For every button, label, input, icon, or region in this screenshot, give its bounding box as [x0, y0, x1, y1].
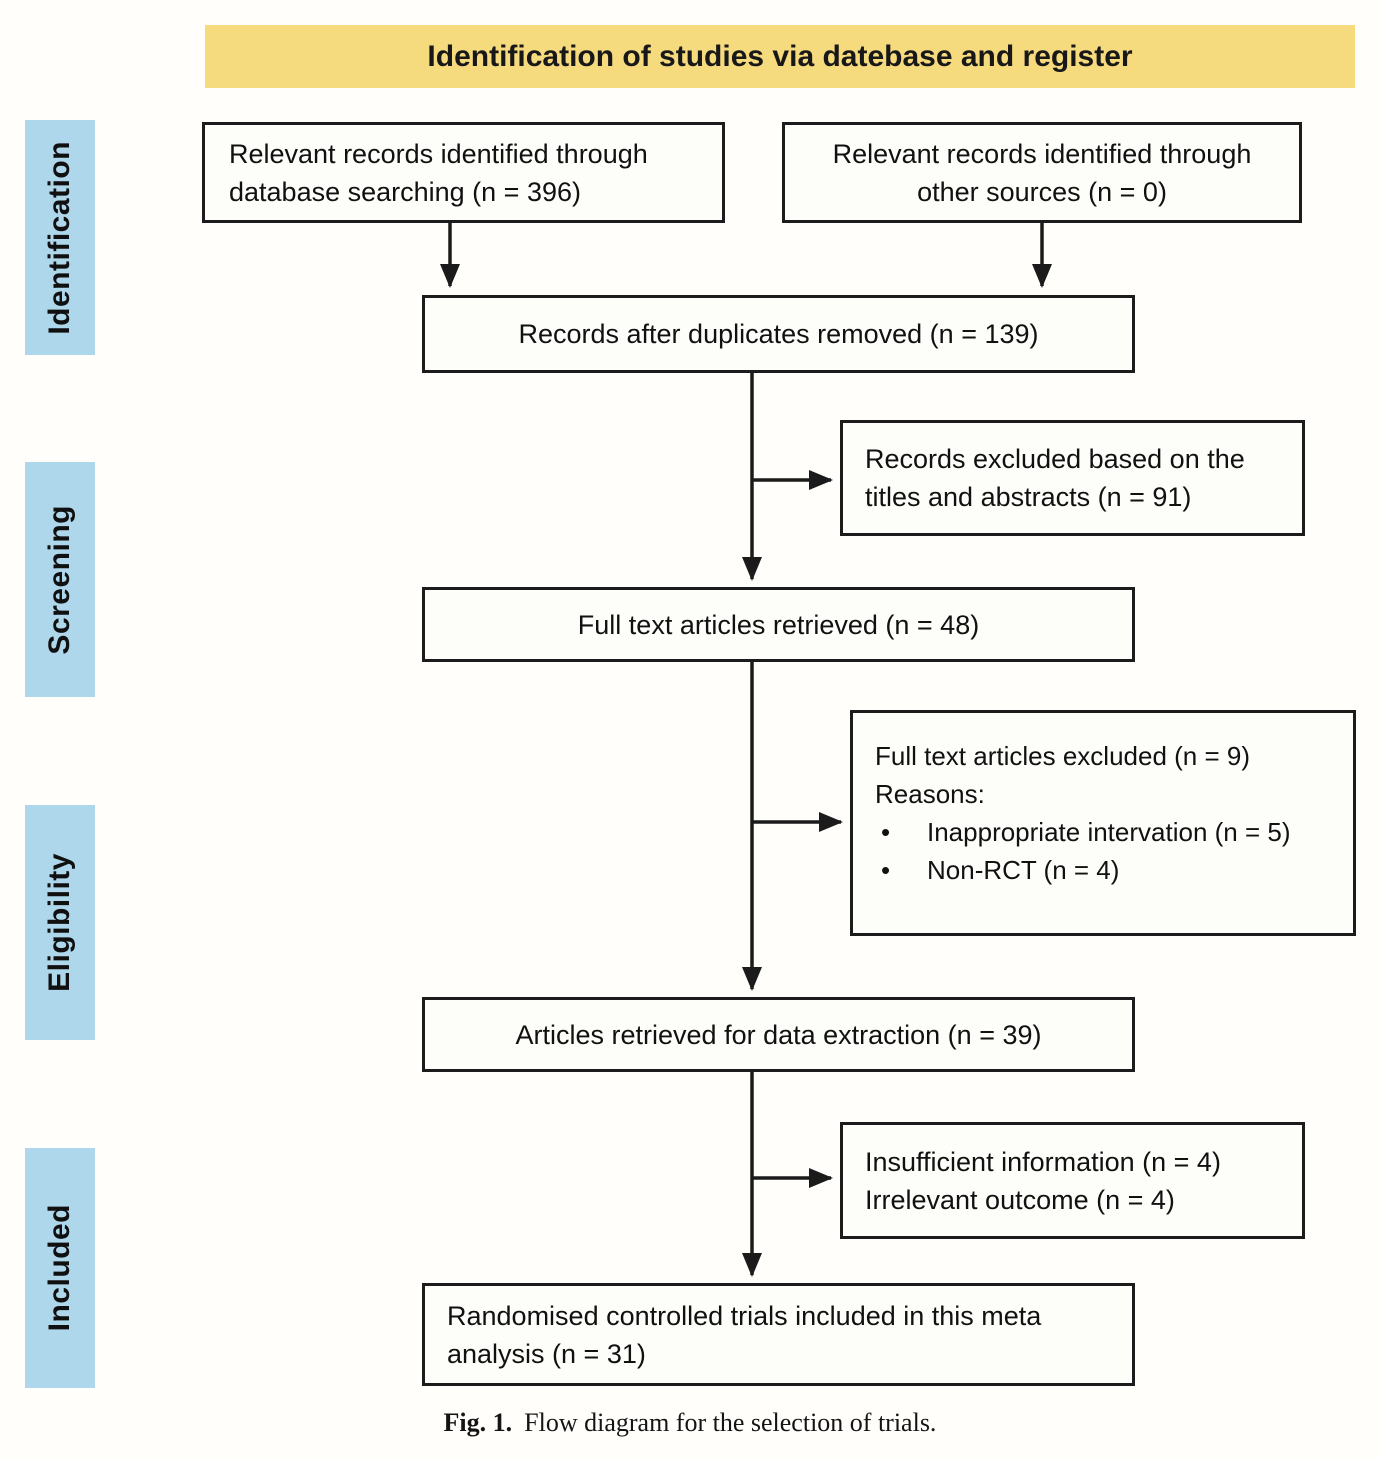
box-database-records-text: Relevant records identified through data… [229, 138, 648, 207]
figure-caption-text: Flow diagram for the selection of trials… [524, 1408, 937, 1437]
stage-label-identification-text: Identification [43, 140, 76, 335]
figure-caption-label: Fig. 1. [443, 1408, 513, 1437]
box-insufficient-info-line2: Irrelevant outcome (n = 4) [865, 1184, 1175, 1215]
stage-label-screening: Screening [25, 462, 95, 697]
box-insufficient-info-line1: Insufficient information (n = 4) [865, 1146, 1221, 1177]
box-duplicates-removed: Records after duplicates removed (n = 13… [422, 295, 1135, 373]
box-full-text-excluded-bullet-1-text: Inappropriate intervation (n = 5) [927, 817, 1291, 847]
box-full-text-excluded-line1: Full text articles excluded (n = 9) [875, 741, 1250, 771]
box-other-sources-text: Relevant records identified through othe… [832, 138, 1252, 207]
box-data-extraction: Articles retrieved for data extraction (… [422, 997, 1135, 1072]
stage-label-included-text: Included [43, 1204, 76, 1332]
figure-caption: Fig. 1. Flow diagram for the selection of… [0, 1408, 1380, 1438]
box-included-trials: Randomised controlled trials included in… [422, 1283, 1135, 1386]
box-data-extraction-text: Articles retrieved for data extraction (… [515, 1019, 1042, 1050]
bullet-icon: • [881, 855, 891, 885]
stage-label-eligibility: Eligibility [25, 805, 95, 1040]
box-full-text-excluded-bullet-2-text: Non-RCT (n = 4) [927, 855, 1120, 885]
banner-title-text: Identification of studies via datebase a… [427, 39, 1133, 73]
box-full-text-excluded-bullet-2: • Non-RCT (n = 4) [875, 851, 1331, 889]
stage-label-eligibility-text: Eligibility [43, 853, 76, 992]
box-other-sources: Relevant records identified through othe… [782, 122, 1302, 223]
box-records-excluded: Records excluded based on the titles and… [840, 420, 1305, 536]
stage-label-included: Included [25, 1148, 95, 1388]
box-database-records: Relevant records identified through data… [202, 122, 725, 223]
box-full-text-retrieved-text: Full text articles retrieved (n = 48) [577, 609, 980, 640]
banner-title: Identification of studies via datebase a… [205, 25, 1355, 88]
box-full-text-excluded-line2: Reasons: [875, 779, 985, 809]
bullet-icon: • [881, 817, 891, 847]
box-full-text-excluded-bullet-1: • Inappropriate intervation (n = 5) [875, 813, 1331, 851]
box-duplicates-removed-text: Records after duplicates removed (n = 13… [518, 319, 1039, 349]
box-records-excluded-text: Records excluded based on the titles and… [865, 444, 1245, 512]
box-insufficient-info: Insufficient information (n = 4) Irrelev… [840, 1122, 1305, 1239]
stage-label-identification: Identification [25, 120, 95, 355]
stage-label-screening-text: Screening [43, 504, 76, 655]
box-included-trials-text: Randomised controlled trials included in… [447, 1300, 1042, 1369]
box-full-text-retrieved: Full text articles retrieved (n = 48) [422, 587, 1135, 662]
box-full-text-excluded: Full text articles excluded (n = 9) Reas… [850, 710, 1356, 936]
